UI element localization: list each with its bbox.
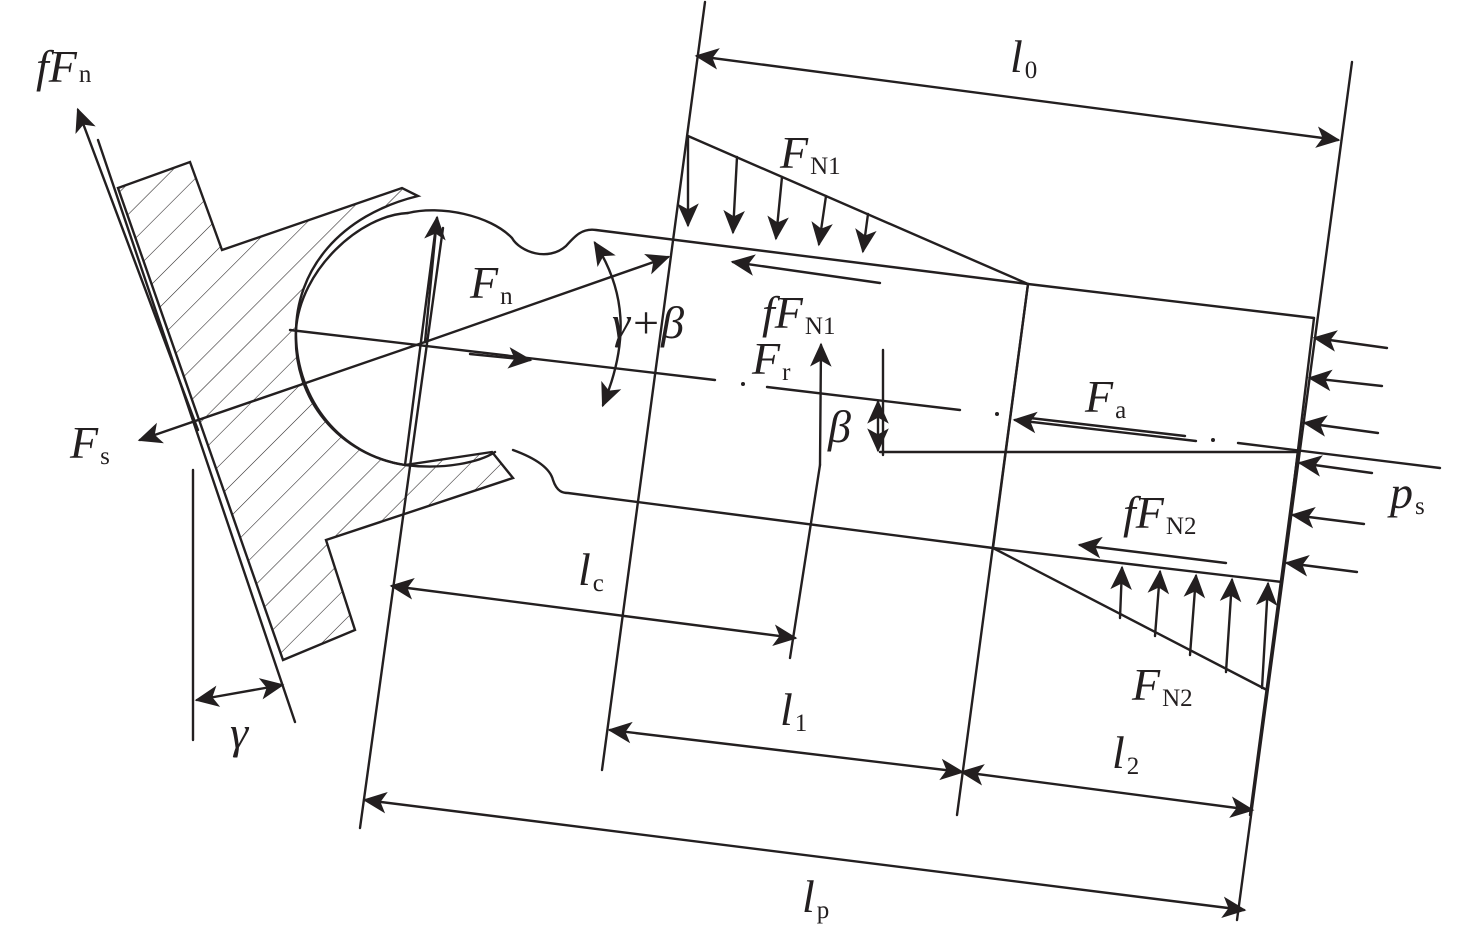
label-Fs: Fs bbox=[69, 417, 110, 470]
label-Fn: Fn bbox=[469, 257, 513, 310]
retainer-plate bbox=[116, 160, 516, 662]
dimension-lines bbox=[362, 48, 1341, 919]
label-fFn: fFn bbox=[36, 41, 92, 92]
label-Fa: Fa bbox=[1084, 371, 1126, 424]
label-lc: lc bbox=[578, 544, 604, 597]
piston-axis bbox=[288, 328, 1442, 470]
label-l2: l2 bbox=[1112, 727, 1139, 780]
label-l1: l1 bbox=[780, 684, 807, 737]
label-fFN2: fFN2 bbox=[1123, 487, 1196, 540]
angle-markers bbox=[194, 240, 889, 707]
label-FN2: FN2 bbox=[1131, 659, 1193, 712]
label-ps: ps bbox=[1387, 467, 1425, 520]
label-l0: l0 bbox=[1010, 31, 1037, 84]
label-FN1: FN1 bbox=[779, 127, 841, 180]
label-gamma: γ bbox=[230, 707, 250, 758]
label-gamma-beta: γ+β bbox=[612, 297, 684, 348]
label-beta: β bbox=[827, 401, 851, 452]
label-fFN1: fFN1 bbox=[762, 287, 835, 340]
extension-lines bbox=[96, 0, 1354, 922]
load-FN1 bbox=[677, 134, 1030, 286]
force-arrows bbox=[75, 107, 1228, 660]
label-Fr: Fr bbox=[751, 333, 791, 386]
pressure-ps bbox=[1284, 330, 1389, 577]
load-FN2 bbox=[991, 546, 1278, 692]
label-lp: lp bbox=[802, 871, 829, 924]
